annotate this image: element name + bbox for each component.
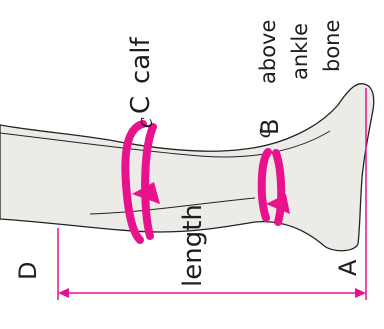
- length-arrowhead-right: [355, 288, 366, 298]
- label-above: above: [258, 20, 279, 84]
- calf-circumference-symbol: c: [132, 117, 158, 128]
- label-length: length: [180, 204, 206, 287]
- label-point-a: A: [336, 260, 360, 276]
- label-bone: bone: [322, 20, 343, 72]
- label-ankle: ankle: [290, 23, 311, 80]
- label-calf: calf: [128, 37, 154, 84]
- label-point-b: B: [258, 119, 282, 135]
- label-point-d: D: [16, 262, 40, 280]
- label-point-c: C: [128, 96, 154, 114]
- length-arrowhead-left: [58, 288, 69, 298]
